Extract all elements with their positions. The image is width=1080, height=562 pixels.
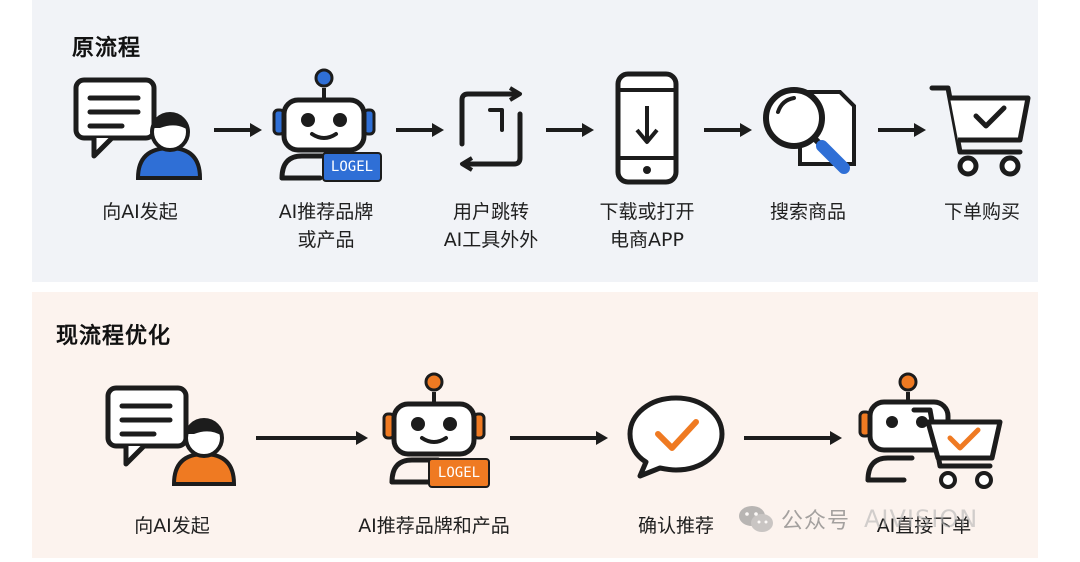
step-label: 确认推荐 xyxy=(637,515,714,537)
phone-download-icon xyxy=(615,71,679,185)
chat-check-icon xyxy=(627,395,725,479)
arrow-right-icon xyxy=(878,123,926,137)
step-label: 下单购买 xyxy=(943,201,1020,223)
cart-check-icon xyxy=(929,85,1031,177)
watermark-text: 公众号 xyxy=(781,509,851,534)
brand-badge: LOGEL xyxy=(322,152,382,182)
redirect-icon xyxy=(459,86,523,172)
arrow-right-icon xyxy=(510,431,608,445)
watermark-brand: AIVISION xyxy=(864,505,979,533)
step-label: 向AI发起 xyxy=(102,201,178,223)
optimized-flow-title: 现流程优化 xyxy=(56,324,172,349)
arrow-right-icon xyxy=(396,123,444,137)
chat-user-icon xyxy=(73,77,203,180)
step-label: 搜索商品 xyxy=(769,201,846,223)
robot-icon xyxy=(382,372,486,485)
search-icon xyxy=(763,87,856,174)
step-label: AI推荐品牌 或产品 xyxy=(278,201,374,251)
brand-badge: LOGEL xyxy=(428,458,490,488)
arrow-right-icon xyxy=(546,123,594,137)
robot-icon xyxy=(272,68,376,181)
step-label: 用户跳转 AI工具外外 xyxy=(443,201,539,251)
original-flow-title: 原流程 xyxy=(72,36,142,61)
step-label: AI推荐品牌和产品 xyxy=(358,515,510,537)
arrow-right-icon xyxy=(744,431,842,445)
wechat-icon xyxy=(739,506,773,532)
arrow-right-icon xyxy=(214,123,262,137)
step-label: 向AI发起 xyxy=(134,515,210,537)
watermark: 公众号 AIVISION xyxy=(737,504,978,534)
step-label: AI直接下单 xyxy=(876,515,972,537)
step-label: 下载或打开 电商APP xyxy=(599,201,695,251)
chat-user-icon xyxy=(105,385,237,486)
robot-cart-icon xyxy=(858,372,1003,489)
original-flow-panel xyxy=(32,0,1038,282)
arrow-right-icon xyxy=(704,123,752,137)
arrow-right-icon xyxy=(256,431,368,445)
